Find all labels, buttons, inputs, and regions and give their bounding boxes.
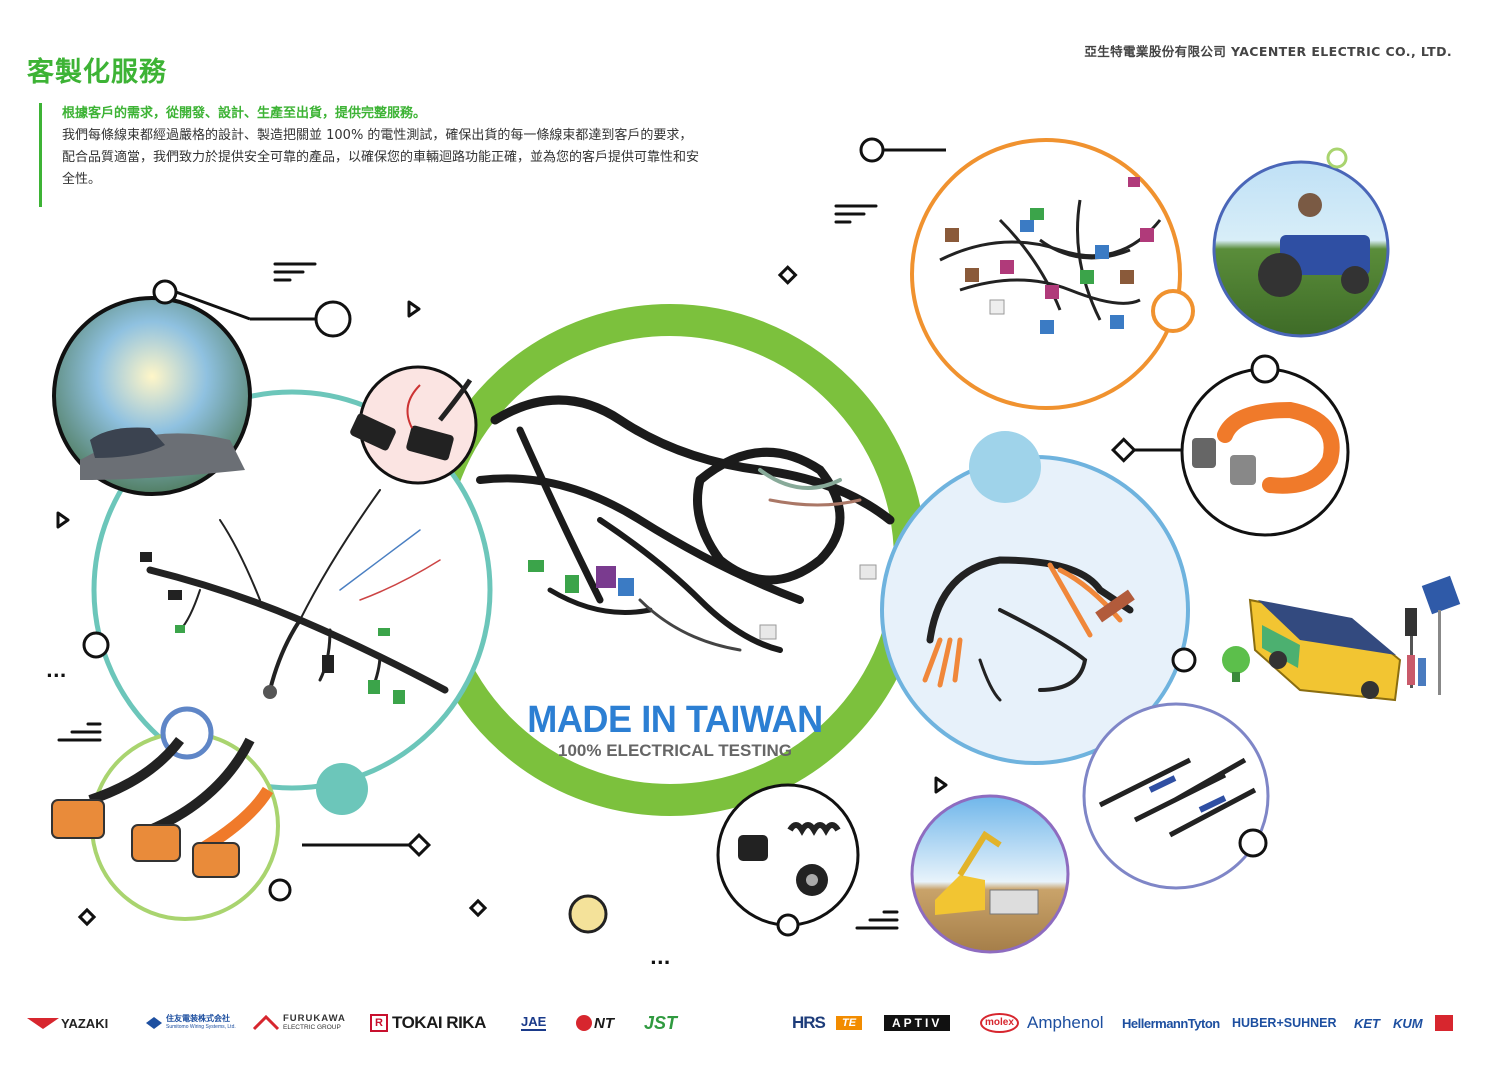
harness-image-left	[146, 489, 449, 694]
furukawa-mark-icon	[252, 1015, 280, 1031]
harness-image-colorful	[939, 199, 1162, 321]
sumitomo-mark-icon	[146, 1017, 162, 1029]
logo-ket: KET	[1354, 1015, 1380, 1031]
logo-tokai-rika: R TOKAI RIKA	[370, 1013, 486, 1033]
harness-image-center	[476, 395, 895, 653]
logo-molex: molex	[980, 1013, 1019, 1033]
logo-red-emblem	[1435, 1013, 1453, 1033]
triangle-marks	[56, 300, 948, 794]
logo-te: TE	[836, 1013, 863, 1033]
intro-block: 根據客戶的需求，從開發、設計、生產至出貨，提供完整服務。 我們每條線束都經過嚴格…	[39, 103, 702, 207]
yazaki-mark-icon	[27, 1018, 59, 1029]
ellipsis-mark-left: ...	[46, 661, 67, 682]
harness-image-orange	[922, 556, 1134, 702]
ellipsis-mark-bottom: ...	[650, 948, 671, 969]
teal-dot	[316, 763, 368, 815]
logo-jst: JST	[644, 1012, 678, 1033]
logo-huber-suhner: HUBER+SUHNER	[1232, 1016, 1337, 1030]
hero-title: MADE IN TAIWAN	[527, 699, 823, 741]
logo-hrs: HRS	[792, 1013, 826, 1032]
teal-circle	[91, 389, 493, 791]
excavator-photo	[910, 794, 1070, 954]
logo-jae: JAE	[521, 1014, 547, 1031]
logo-hellermann: HellermannTyton	[1122, 1015, 1220, 1031]
diamond-marks	[77, 265, 1137, 927]
yellow-dot	[568, 894, 608, 934]
blue-dot	[969, 431, 1041, 503]
logo-yazaki: YAZAKI	[27, 1013, 108, 1033]
hero: MADE IN TAIWAN 100% ELECTRICAL TESTING	[505, 700, 845, 761]
small-harness-photo	[1082, 702, 1270, 890]
logo-furukawa: FURUKAWA ELECTRIC GROUP	[252, 1013, 346, 1033]
bus-illustration	[1222, 575, 1461, 702]
company-name: 亞生特電業股份有限公司 YACENTER ELECTRIC CO., LTD.	[1084, 44, 1452, 59]
hero-subtitle: 100% ELECTRICAL TESTING	[558, 741, 792, 760]
dash-marks	[57, 204, 899, 930]
intro-lead: 根據客戶的需求，從開發、設計、生產至出貨，提供完整服務。	[62, 106, 427, 121]
logo-aptiv: APTIV	[884, 1013, 951, 1033]
logo-sumitomo: 住友電装株式会社 Sumitomo Wiring Systems, Ltd.	[145, 1013, 236, 1033]
red-emblem-icon	[1435, 1015, 1453, 1031]
logo-ont: NT	[576, 1013, 614, 1033]
ont-mark-icon	[576, 1015, 592, 1031]
orange-circle	[910, 138, 1182, 410]
intro-body: 我們每條線束都經過嚴格的設計、製造把關並 100% 的電性測試，確保出貨的每一條…	[62, 128, 700, 187]
page-title: 客製化服務	[27, 57, 167, 88]
tokai-mark-icon: R	[370, 1014, 388, 1032]
logo-amphenol: Amphenol	[1027, 1013, 1104, 1032]
connector-photo-green	[90, 731, 280, 921]
logo-kum: KUM	[1393, 1015, 1423, 1031]
